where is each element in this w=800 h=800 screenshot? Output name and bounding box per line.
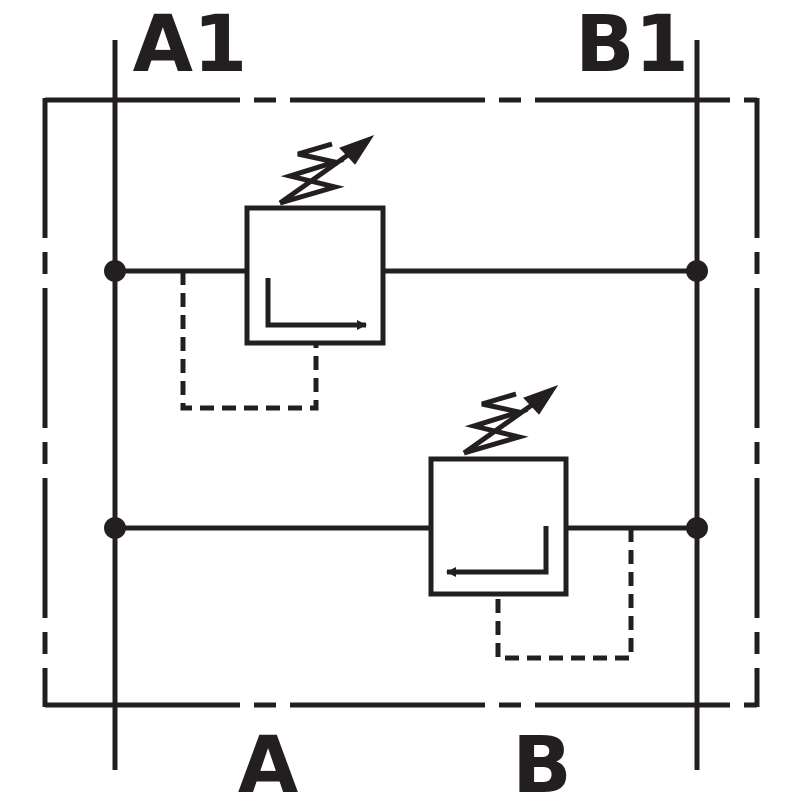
upper-adjust-arrow-head	[339, 135, 375, 165]
upper-adjustable-spring	[279, 141, 345, 206]
lower-adjustable-spring	[463, 391, 529, 456]
lower-adjust-arrow-head	[523, 385, 559, 415]
port-label-b: B	[512, 721, 571, 800]
port-label-a: A	[238, 721, 298, 800]
lower-pilot-line	[495, 528, 634, 661]
upper-pilot-line	[180, 271, 319, 411]
port-label-a1: A1	[133, 0, 248, 90]
junction-b1-upper	[686, 260, 708, 282]
manifold-boundary	[42, 97, 760, 708]
upper-adjust-arrow-shaft	[278, 147, 357, 206]
relief-valve-upper	[115, 135, 697, 411]
lower-flow-arrow	[446, 526, 549, 577]
port-label-b1: B1	[575, 0, 689, 90]
relief-valve-lower	[115, 385, 697, 661]
junction-b1-lower	[686, 517, 708, 539]
lower-adjust-arrow-shaft	[462, 397, 541, 456]
junction-a1-upper	[104, 260, 126, 282]
junction-dots	[104, 260, 708, 539]
junction-a1-lower	[104, 517, 126, 539]
upper-flow-arrow	[265, 278, 367, 330]
lower-valve-body	[428, 456, 569, 597]
